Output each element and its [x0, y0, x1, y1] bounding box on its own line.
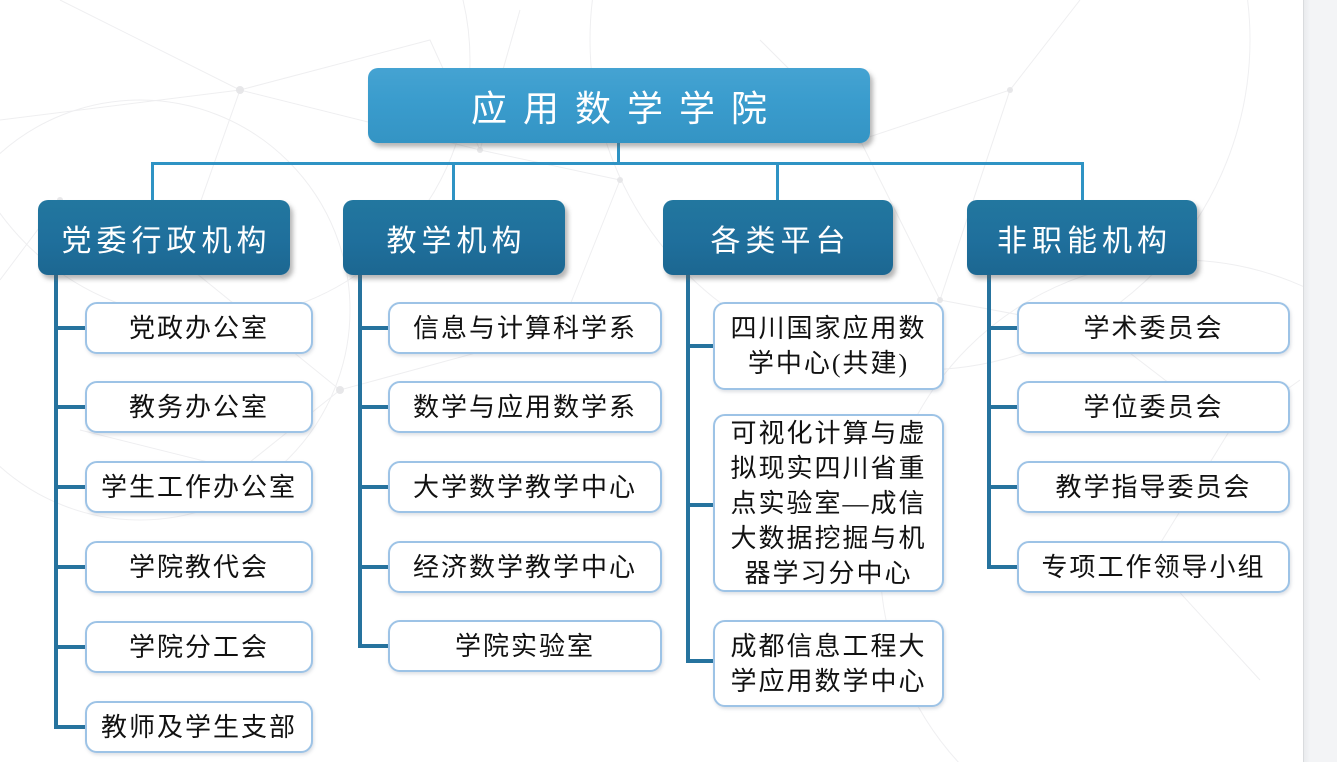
leaf-node: 专项工作领导小组: [1017, 541, 1290, 593]
leaf-node-label: 专项工作领导小组: [1041, 552, 1266, 582]
connector-stub: [358, 644, 388, 648]
leaf-node-label: 学位委员会: [1083, 392, 1224, 422]
leaf-node-label: 学院教代会: [128, 552, 269, 582]
leaf-node-label: 信息与计算科学系: [412, 313, 637, 343]
root-node: 应用数学学院: [368, 68, 870, 143]
connector-stub: [686, 503, 713, 507]
leaf-node: 信息与计算科学系: [388, 302, 662, 354]
leaf-node: 成都信息工程大 学应用数学中心: [713, 620, 944, 707]
leaf-node: 大学数学教学中心: [388, 461, 662, 513]
connector-stub: [686, 344, 713, 348]
leaf-node-label: 教师及学生支部: [100, 712, 297, 742]
connector-root-stem: [617, 143, 620, 165]
connector-stub: [54, 725, 85, 729]
connector-stub: [54, 485, 85, 489]
branch-node-platforms: 各类平台: [663, 200, 893, 275]
leaf-node: 经济数学教学中心: [388, 541, 662, 593]
leaf-node: 学院分工会: [85, 621, 313, 673]
connector-stub: [54, 565, 85, 569]
leaf-node: 学生工作办公室: [85, 461, 313, 513]
page-edge-strip: [1303, 0, 1337, 762]
leaf-node: 教师及学生支部: [85, 701, 313, 753]
leaf-node-label: 教务办公室: [128, 392, 269, 422]
connector-stub: [358, 565, 388, 569]
leaf-node-label: 学术委员会: [1083, 313, 1224, 343]
leaf-node-label: 学院实验室: [454, 631, 595, 661]
connector-trunk-col-2: [358, 275, 362, 648]
connector-drop-branch-3: [776, 162, 779, 200]
branch-node-label: 党委行政机构: [61, 224, 272, 258]
connector-drop-branch-4: [1081, 162, 1084, 200]
leaf-node: 教学指导委员会: [1017, 461, 1290, 513]
leaf-node-label: 教学指导委员会: [1055, 472, 1252, 502]
leaf-node: 教务办公室: [85, 381, 313, 433]
connector-stub: [987, 326, 1017, 330]
connector-stub: [686, 659, 713, 663]
connector-stub: [358, 405, 388, 409]
connector-stub: [54, 405, 85, 409]
branch-node-teaching: 教学机构: [343, 200, 565, 275]
branch-node-label: 非职能机构: [997, 224, 1172, 258]
connector-stub: [54, 645, 85, 649]
leaf-node: 学院教代会: [85, 541, 313, 593]
root-node-label: 应用数学学院: [470, 88, 783, 129]
leaf-node: 四川国家应用数 学中心(共建): [713, 302, 944, 390]
connector-trunk-col-4: [987, 275, 991, 569]
leaf-node: 学术委员会: [1017, 302, 1290, 354]
leaf-node-label: 学院分工会: [128, 632, 269, 662]
leaf-node: 可视化计算与虚 拟现实四川省重 点实验室—成信 大数据挖掘与机 器学习分中心: [713, 414, 944, 592]
leaf-node: 学位委员会: [1017, 381, 1290, 433]
leaf-node: 数学与应用数学系: [388, 381, 662, 433]
leaf-node-label: 可视化计算与虚 拟现实四川省重 点实验室—成信 大数据挖掘与机 器学习分中心: [730, 418, 927, 588]
connector-stub: [358, 326, 388, 330]
connector-stub: [987, 565, 1017, 569]
branch-node-nonfunctional: 非职能机构: [967, 200, 1197, 275]
connector-trunk-col-3: [686, 275, 690, 663]
connector-stub: [987, 405, 1017, 409]
connector-stub: [987, 485, 1017, 489]
leaf-node-label: 党政办公室: [128, 313, 269, 343]
connector-top-rail: [151, 162, 1084, 165]
connector-trunk-col-1: [54, 275, 58, 729]
leaf-node-label: 学生工作办公室: [100, 472, 297, 502]
connector-stub: [54, 326, 85, 330]
branch-node-party-admin: 党委行政机构: [38, 200, 290, 275]
leaf-node: 学院实验室: [388, 620, 662, 672]
connector-drop-branch-1: [151, 162, 154, 200]
leaf-node: 党政办公室: [85, 302, 313, 354]
connector-drop-branch-2: [452, 162, 455, 200]
leaf-node-label: 数学与应用数学系: [412, 392, 637, 422]
leaf-node-label: 大学数学教学中心: [412, 472, 637, 502]
branch-node-label: 教学机构: [386, 224, 527, 258]
leaf-node-label: 经济数学教学中心: [412, 552, 637, 582]
leaf-node-label: 四川国家应用数 学中心(共建): [730, 314, 927, 378]
branch-node-label: 各类平台: [710, 224, 851, 258]
connector-stub: [358, 485, 388, 489]
leaf-node-label: 成都信息工程大 学应用数学中心: [730, 631, 927, 696]
